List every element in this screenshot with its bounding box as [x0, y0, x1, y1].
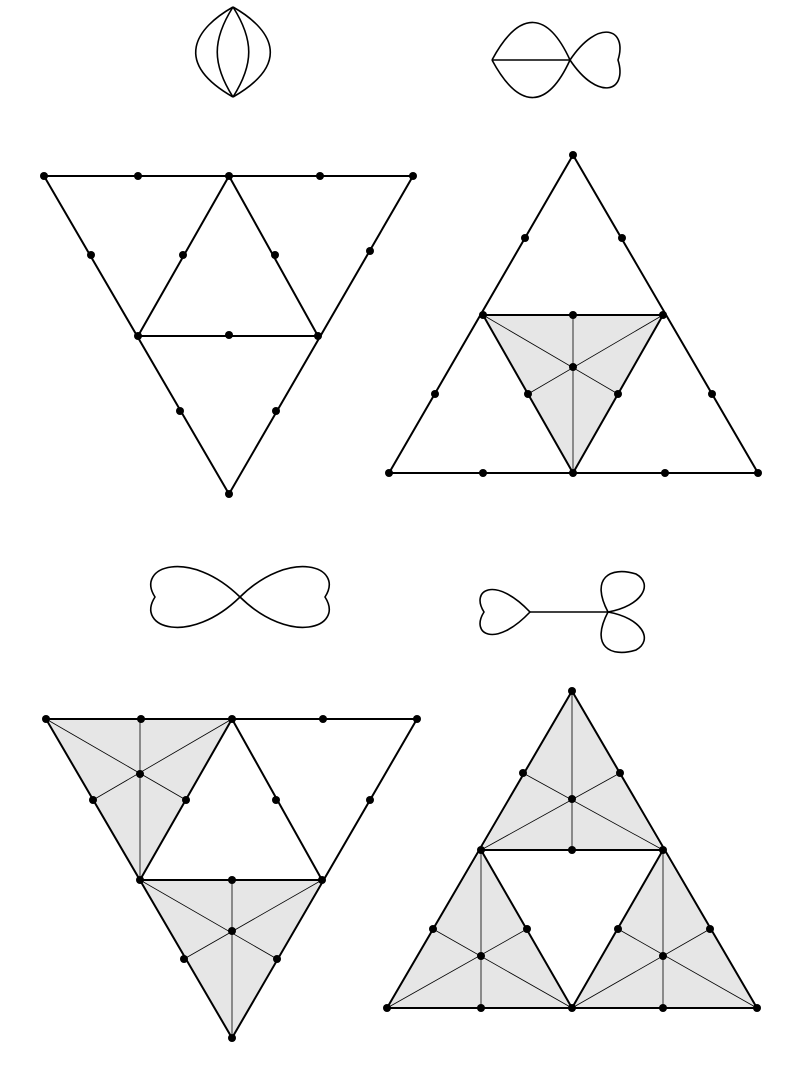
upright-triangle-top-right — [385, 151, 762, 477]
theta-graph-icon — [194, 6, 272, 98]
inverted-triangle-bottom-left — [42, 715, 421, 1042]
theta-with-loop-icon — [491, 21, 621, 99]
shaded-sub-triangle — [46, 719, 232, 880]
vertex-dots — [383, 687, 761, 1012]
shaded-sub-triangle — [140, 880, 322, 1038]
barycentric-lines — [386, 691, 758, 1009]
barycentric-lines — [45, 718, 323, 1038]
barycentric-lines — [482, 314, 664, 473]
inverted-triangle-top-left — [40, 172, 417, 498]
dumbbell-graph-icon — [479, 570, 646, 654]
shaded-sub-triangle — [387, 850, 572, 1008]
vertex-dots — [385, 151, 762, 477]
figure-eight-icon — [150, 565, 330, 629]
upright-triangle-bottom-right — [383, 687, 761, 1012]
shaded-sub-triangle — [572, 850, 757, 1008]
vertex-dots — [40, 172, 417, 498]
vertex-dots — [42, 715, 421, 1042]
